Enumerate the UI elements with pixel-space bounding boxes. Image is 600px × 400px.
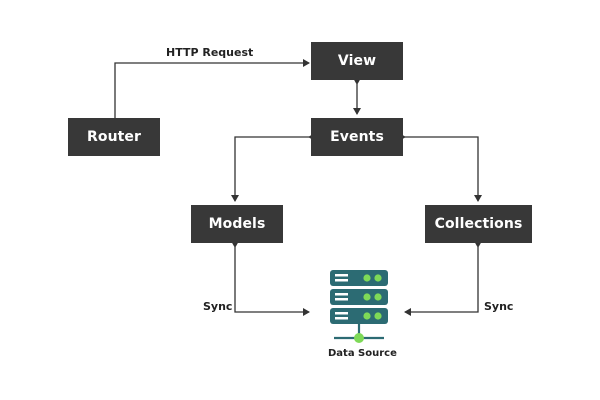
edge-label-models-sync: Sync bbox=[203, 300, 233, 313]
edge-models-datasource bbox=[231, 241, 310, 316]
edge-router-to-view bbox=[114, 59, 310, 118]
node-models-label: Models bbox=[208, 216, 266, 232]
edge-events-models bbox=[231, 133, 315, 202]
node-view-label: View bbox=[337, 53, 377, 69]
node-view: View bbox=[311, 42, 403, 80]
server-database-icon bbox=[330, 270, 388, 343]
node-collections-label: Collections bbox=[434, 216, 523, 232]
node-router-label: Router bbox=[86, 129, 142, 145]
node-events: Events bbox=[311, 118, 403, 156]
edge-label-http-request: HTTP Request bbox=[166, 46, 254, 59]
edge-label-collections-sync: Sync bbox=[484, 300, 514, 313]
node-models: Models bbox=[191, 205, 283, 243]
node-router: Router bbox=[68, 118, 160, 156]
data-source-label: Data Source bbox=[328, 348, 397, 359]
node-events-label: Events bbox=[330, 129, 384, 145]
node-collections: Collections bbox=[425, 205, 532, 243]
edge-events-collections bbox=[399, 133, 482, 202]
edge-collections-datasource bbox=[404, 241, 482, 316]
